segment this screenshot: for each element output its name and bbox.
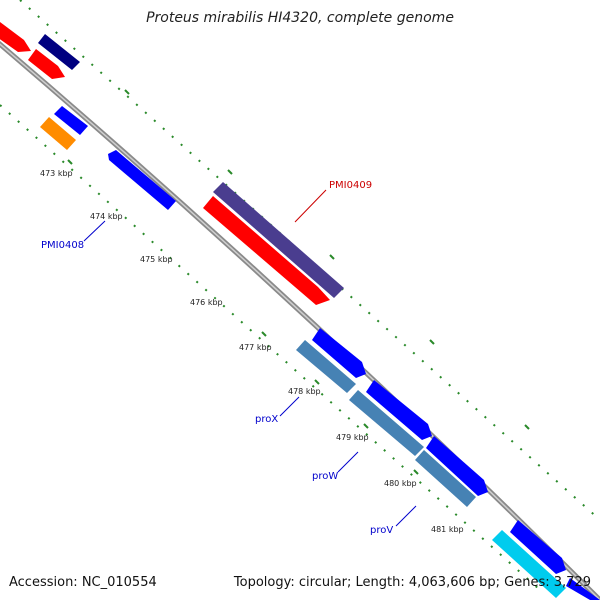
track-guide-inner (0, 104, 541, 591)
pmi0408-leader (83, 220, 106, 242)
gene-feature-prow[interactable] (349, 390, 424, 456)
tick-mark (413, 469, 419, 475)
tick-mark (124, 89, 130, 95)
tick-marks (67, 89, 530, 475)
tick-label: 479 kbp (336, 433, 369, 442)
gene-feature-blue[interactable] (510, 520, 566, 574)
gene-label-prox[interactable]: proX (255, 414, 278, 425)
gene-feature-blue[interactable] (566, 578, 600, 600)
tick-mark (329, 254, 335, 260)
gene-feature-prox[interactable] (296, 340, 356, 393)
track-guide-outer (19, 0, 600, 521)
tick-label: 477 kbp (239, 343, 272, 352)
tick-mark (227, 169, 233, 175)
genome-backbone (0, 40, 600, 600)
gene-feature-red-long[interactable] (203, 196, 330, 305)
tick-mark (429, 339, 435, 345)
prow-leader (337, 451, 359, 473)
pmi0409-leader (294, 189, 327, 223)
gene-feature-red[interactable] (28, 49, 65, 79)
tick-label: 475 kbp (140, 255, 173, 264)
prov-leader (395, 505, 417, 527)
gene-features[interactable] (0, 22, 600, 600)
tick-mark (67, 159, 73, 165)
tick-label: 473 kbp (40, 169, 73, 178)
gene-labels: PMI0409 PMI0408 proX proW proV (41, 180, 393, 536)
gene-label-prow[interactable]: proW (312, 471, 338, 482)
tick-mark (314, 379, 320, 385)
topology-text: Topology: circular; Length: 4,063,606 bp… (233, 575, 591, 590)
tick-label: 480 kbp (384, 479, 417, 488)
tick-label: 476 kbp (190, 298, 223, 307)
gene-label-leaders (83, 189, 417, 527)
gene-feature-blue[interactable] (312, 328, 366, 378)
gene-label-pmi0408[interactable]: PMI0408 (41, 240, 84, 251)
gene-feature-blue[interactable] (54, 106, 88, 135)
gene-feature-blue[interactable] (366, 380, 432, 440)
gene-feature-pmi0408[interactable] (108, 150, 176, 210)
tick-label: 481 kbp (431, 525, 464, 534)
accession-text: Accession: NC_010554 (9, 575, 157, 590)
tick-label: 478 kbp (288, 387, 321, 396)
gene-feature-navy[interactable] (38, 34, 80, 70)
gene-feature-cyan[interactable] (492, 530, 566, 598)
prox-leader (279, 396, 300, 417)
tick-mark (261, 331, 267, 337)
genome-backbone-highlight (0, 43, 600, 600)
tick-labels: 473 kbp 474 kbp 475 kbp 476 kbp 477 kbp … (40, 169, 464, 534)
gene-label-prov[interactable]: proV (370, 525, 393, 536)
gene-label-pmi0409[interactable]: PMI0409 (329, 180, 372, 191)
gene-feature-pmi0409-slate[interactable] (213, 182, 344, 298)
gene-feature-red[interactable] (0, 22, 31, 52)
gene-feature-prov[interactable] (415, 450, 476, 507)
tick-label: 474 kbp (90, 212, 123, 221)
tick-mark (363, 423, 369, 429)
gene-feature-orange[interactable] (40, 117, 76, 150)
tick-mark (524, 424, 530, 430)
map-title: Proteus mirabilis HI4320, complete genom… (146, 10, 454, 26)
gene-feature-blue[interactable] (426, 436, 488, 496)
